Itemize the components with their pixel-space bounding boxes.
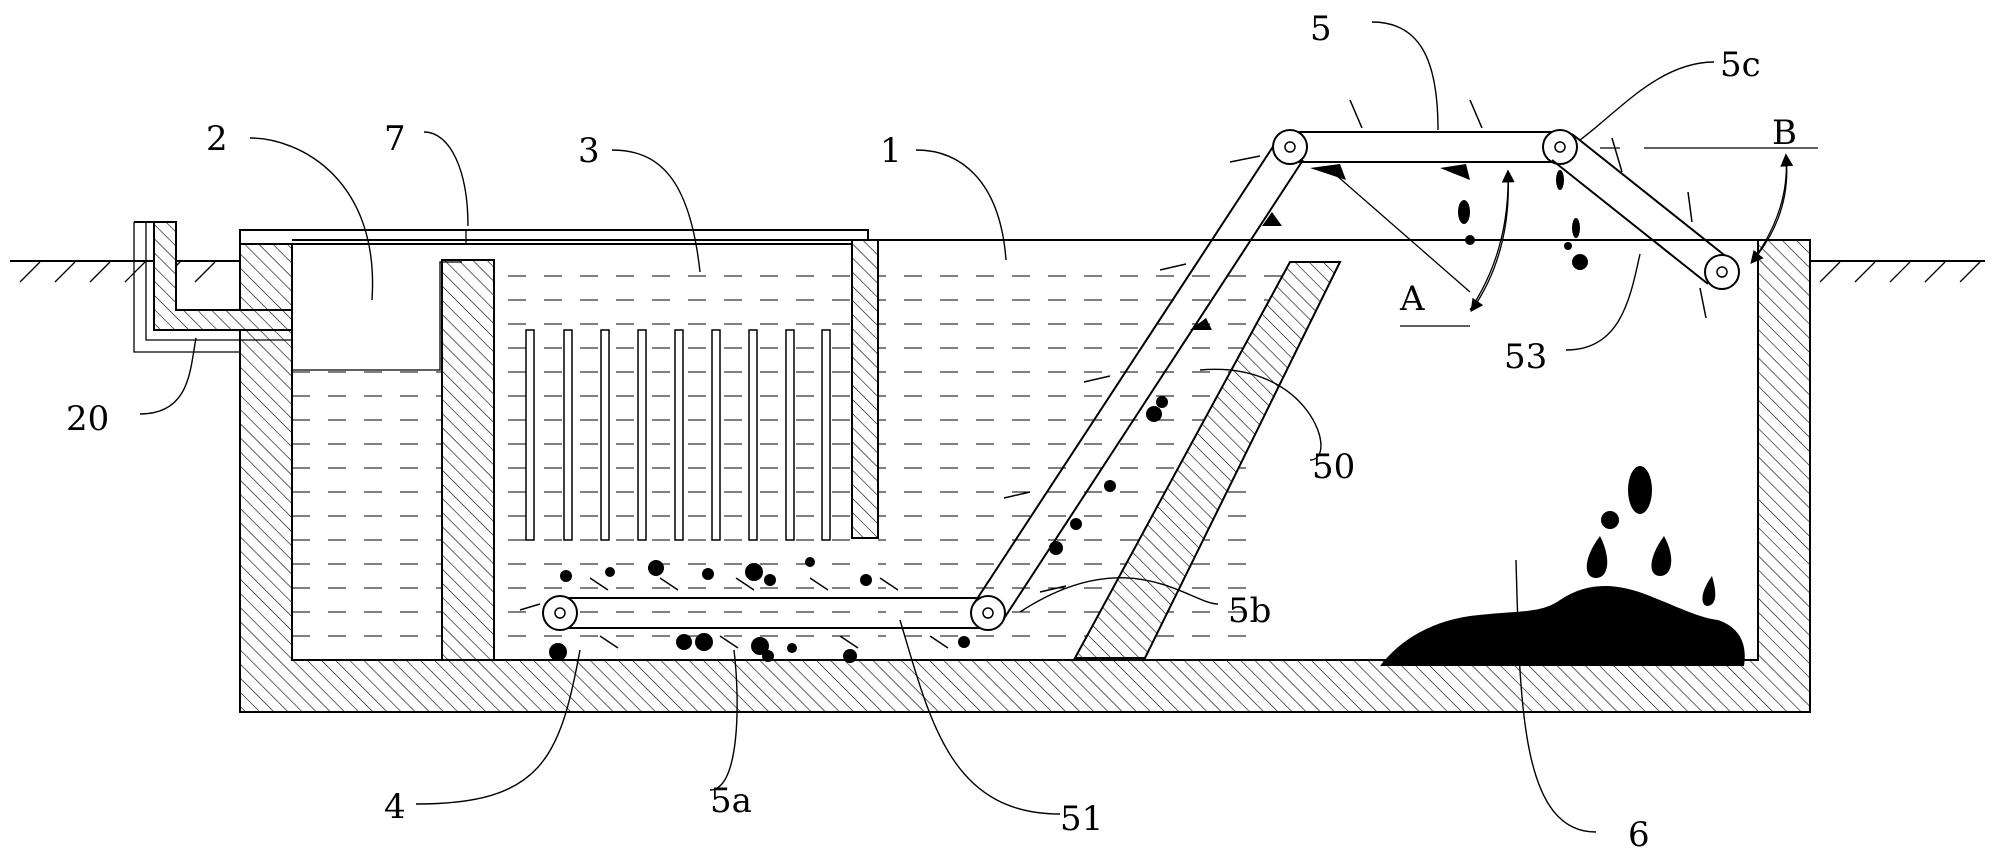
inclined-plates [525, 329, 831, 541]
chamber-2-water [291, 244, 462, 660]
label-20: 20 [66, 399, 109, 439]
label-B: B [1772, 113, 1797, 153]
baffle-plate [851, 239, 879, 539]
sludge-heap [1380, 586, 1745, 666]
label-51: 51 [1060, 799, 1103, 839]
label-5c: 5c [1720, 45, 1761, 85]
label-5: 5 [1310, 9, 1332, 49]
label-4: 4 [384, 787, 406, 827]
inclined-channel-wall [1073, 261, 1342, 659]
label-3: 3 [578, 131, 600, 171]
conveyor-section-51 [542, 595, 988, 631]
label-53: 53 [1504, 337, 1547, 377]
ground-surface [10, 260, 1985, 283]
label-2: 2 [206, 119, 228, 159]
cover-plate [239, 229, 869, 245]
label-5a: 5a [710, 781, 752, 821]
partition-wall-left [441, 259, 495, 661]
conveyor-top-section [1272, 129, 1560, 165]
part-labels: 1 2 3 4 5 5a 5b 5c 6 7 20 50 51 53 A B [66, 9, 1797, 855]
label-50: 50 [1312, 447, 1355, 487]
leader-lines [139, 21, 1715, 833]
label-A: A [1399, 279, 1425, 319]
main-tank-water [878, 262, 1290, 658]
roller-5b [970, 595, 1006, 631]
sludge-particles [549, 164, 1716, 663]
label-1: 1 [880, 131, 902, 171]
label-7: 7 [384, 119, 406, 159]
chamber-3-water [494, 268, 852, 658]
angle-markers [1327, 147, 1818, 327]
roller-5c [1542, 129, 1578, 165]
conveyor-section-53 [1551, 133, 1740, 290]
label-6: 6 [1628, 815, 1650, 855]
label-5b: 5b [1228, 591, 1271, 631]
scraper-blades [519, 99, 1707, 649]
